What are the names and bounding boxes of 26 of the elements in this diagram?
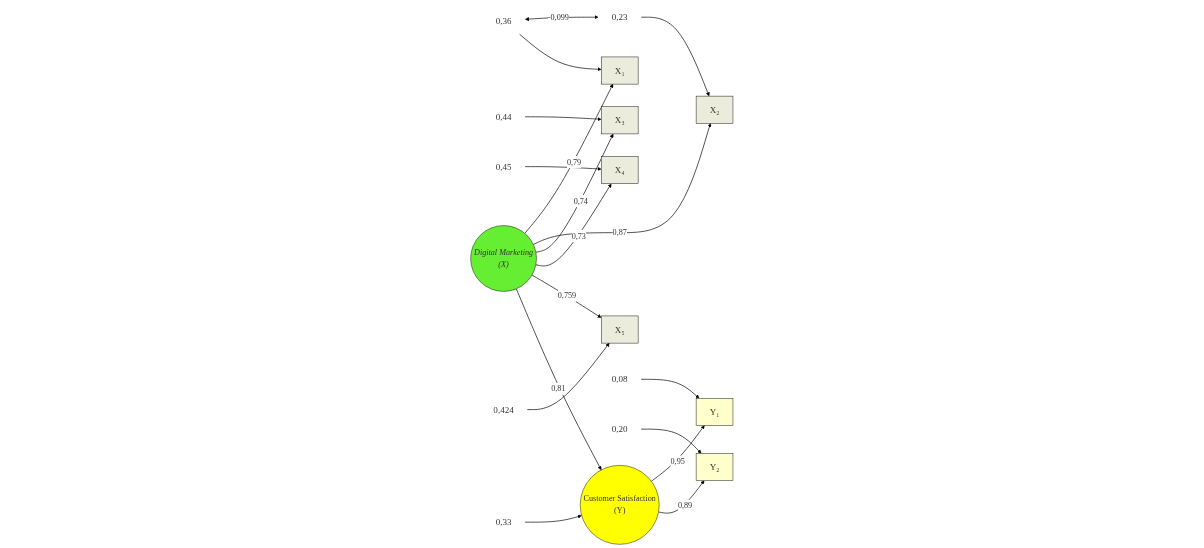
edge-label: 0,74 (573, 196, 589, 206)
node-box: X₃ (601, 106, 639, 135)
node-box: Y₁ (696, 398, 734, 426)
node-box: X₄ (601, 156, 639, 184)
edge-label: 0,89 (678, 501, 693, 511)
edge-label: 0,759 (557, 291, 577, 301)
node-circle: Digital Marketing (X) (470, 225, 537, 292)
node-box: X₂ (696, 95, 734, 124)
node-text: 0,45 (495, 161, 512, 172)
node-box: Y₂ (696, 453, 734, 481)
edge-label: 0,95 (670, 456, 685, 466)
node-text: 0,424 (493, 404, 514, 415)
node-text: 0,33 (495, 517, 512, 528)
edge-label: 0,87 (612, 227, 628, 237)
edge-label: 0,73 (571, 231, 587, 241)
node-box: X₅ (601, 315, 639, 344)
node-text: 0,44 (495, 111, 512, 122)
node-text: 0,23 (611, 12, 628, 23)
node-text: 0,20 (611, 424, 628, 435)
edge-label: 0,79 (567, 157, 582, 167)
node-text: 0,08 (611, 374, 628, 385)
node-text: 0,36 (495, 15, 512, 26)
node-circle: Customer Satisfaction (Y) (580, 465, 660, 545)
edge-label: -0,099 (548, 12, 570, 22)
edge-label: 0,81 (551, 383, 566, 394)
node-box: X₁ (601, 56, 639, 85)
